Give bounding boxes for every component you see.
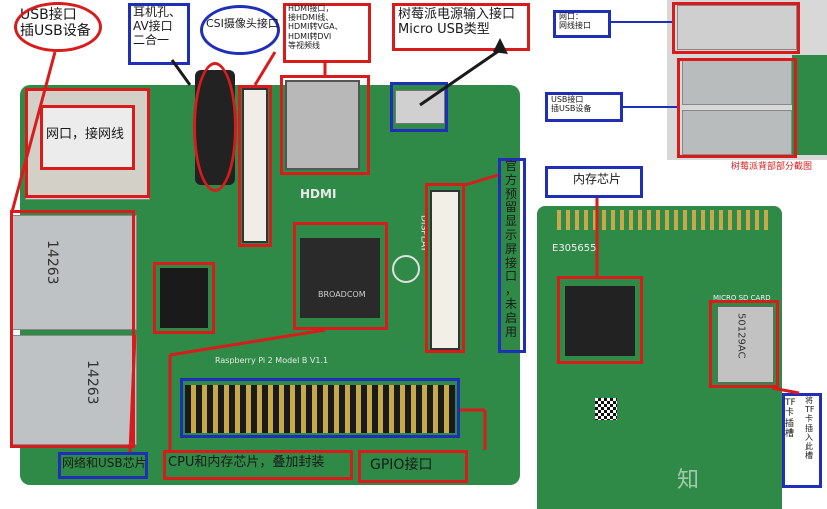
- label-right-ethernet: 网口： 网线接口: [559, 12, 591, 31]
- label-tf-slot: TF 卡 插 槽: [785, 398, 796, 440]
- usb-port-top: [12, 215, 137, 330]
- gpio-header: [185, 385, 455, 433]
- label-audio-av: 耳机孔、 AV接口 二合一: [133, 5, 182, 47]
- highlight-audio: [193, 62, 237, 192]
- highlight-csi: [238, 85, 272, 247]
- hdmi-silkscreen: HDMI: [300, 187, 337, 201]
- label-back-caption: 树莓派背部部分截图: [731, 162, 813, 172]
- soc-chip: [300, 238, 380, 318]
- highlight-memory-chip: [557, 276, 643, 364]
- highlight-soc: [293, 222, 388, 330]
- highlight-sd-slot: [709, 300, 779, 388]
- highlight-usb: [10, 210, 135, 448]
- oval-usb-label: [14, 2, 102, 52]
- display-connector: [430, 190, 460, 350]
- back-code-text: E305655: [552, 243, 597, 254]
- box-power-label: [392, 3, 530, 51]
- oval-csi-label: [200, 5, 280, 55]
- side-pcb-strip: [792, 55, 827, 155]
- box-audio-label: [128, 3, 190, 65]
- side-usb-top: [682, 60, 792, 105]
- box-hdmi-label: [283, 3, 371, 63]
- raspberry-logo-icon: [392, 255, 420, 283]
- hdmi-port: [285, 80, 360, 170]
- highlight-right-ethernet: [672, 2, 800, 54]
- label-ethernet: 网口，接网线: [46, 127, 125, 142]
- display-silkscreen: DISPLAY: [418, 215, 429, 252]
- box-memory-chip-label: [545, 166, 643, 198]
- box-right-ethernet-label: [553, 10, 611, 38]
- label-right-usb: USB接口 插USB设备: [551, 95, 592, 114]
- side-usb-bottom: [682, 110, 792, 155]
- sd-slot: [717, 306, 774, 383]
- pointer-lines-right-bottom: [595, 198, 800, 395]
- micro-usb-port: [395, 90, 445, 124]
- label-memory-chip: 内存芯片: [573, 172, 622, 186]
- highlight-lan-chip: [153, 262, 215, 334]
- csi-connector: [242, 88, 268, 243]
- watermark-text: 知: [677, 468, 700, 493]
- label-power: 树莓派电源输入接口 Micro USB类型: [398, 7, 516, 37]
- sd-card-silk: MICRO SD CARD: [713, 294, 771, 302]
- sd-code-text: 50129AC: [735, 313, 747, 359]
- usb-port-bottom: [12, 335, 137, 445]
- label-network-usb-chip: 网络和USB芯片: [62, 456, 147, 470]
- highlight-power: [390, 82, 448, 132]
- box-gpio-label: [358, 450, 468, 483]
- right-top-photo: 网口： 网线接口 USB接口 插USB设备 树莓派背部部分截图: [537, 0, 827, 175]
- broadcom-text: BROADCOM: [318, 290, 366, 299]
- side-ethernet-jack: [677, 5, 797, 50]
- rpi-model-text: Raspberry Pi 2 Model B V1.1: [215, 356, 329, 365]
- box-tf-slot-label: [782, 393, 822, 488]
- highlight-display: [425, 183, 465, 353]
- box-lan-usb-label: [58, 452, 148, 479]
- box-display-label: [498, 158, 526, 353]
- highlight-gpio: [180, 378, 460, 438]
- back-gpio-holes: [557, 210, 772, 230]
- box-cpu-label: [163, 450, 353, 480]
- memory-chip: [565, 286, 635, 356]
- label-hdmi: HDMI接口， 接HDMI线、 HDMI转VGA、 HDMI转DVI 等视频线: [288, 4, 343, 50]
- qr-code: [595, 398, 617, 420]
- label-tf-insert: 将 TF 卡 插 入 此 槽: [805, 396, 815, 461]
- lan-usb-chip: [160, 268, 208, 328]
- main-board-photo: 14263 14263 HDMI DISPLAY BROADCOM Raspbe…: [10, 2, 530, 485]
- highlight-hdmi: [280, 75, 370, 175]
- box-right-usb-label: [545, 92, 623, 122]
- label-cpu-memory: CPU和内存芯片，叠加封装: [168, 455, 325, 470]
- pointer-lines-left: [10, 38, 508, 453]
- highlight-ethernet: [25, 88, 150, 198]
- pointer-lines-right-top: [611, 21, 677, 108]
- right-bottom-photo: E305655 MICRO SD CARD 50129AC 内存芯片 TF 卡 …: [537, 166, 827, 509]
- box-ethernet-label: [40, 105, 135, 170]
- label-display: 官 方 预 留 显 示 屏 接 口 ， 未 启 用: [505, 159, 518, 339]
- label-csi: CSI摄像头接口: [206, 17, 279, 30]
- label-gpio: GPIO接口: [370, 457, 433, 473]
- highlight-right-usb: [677, 58, 797, 158]
